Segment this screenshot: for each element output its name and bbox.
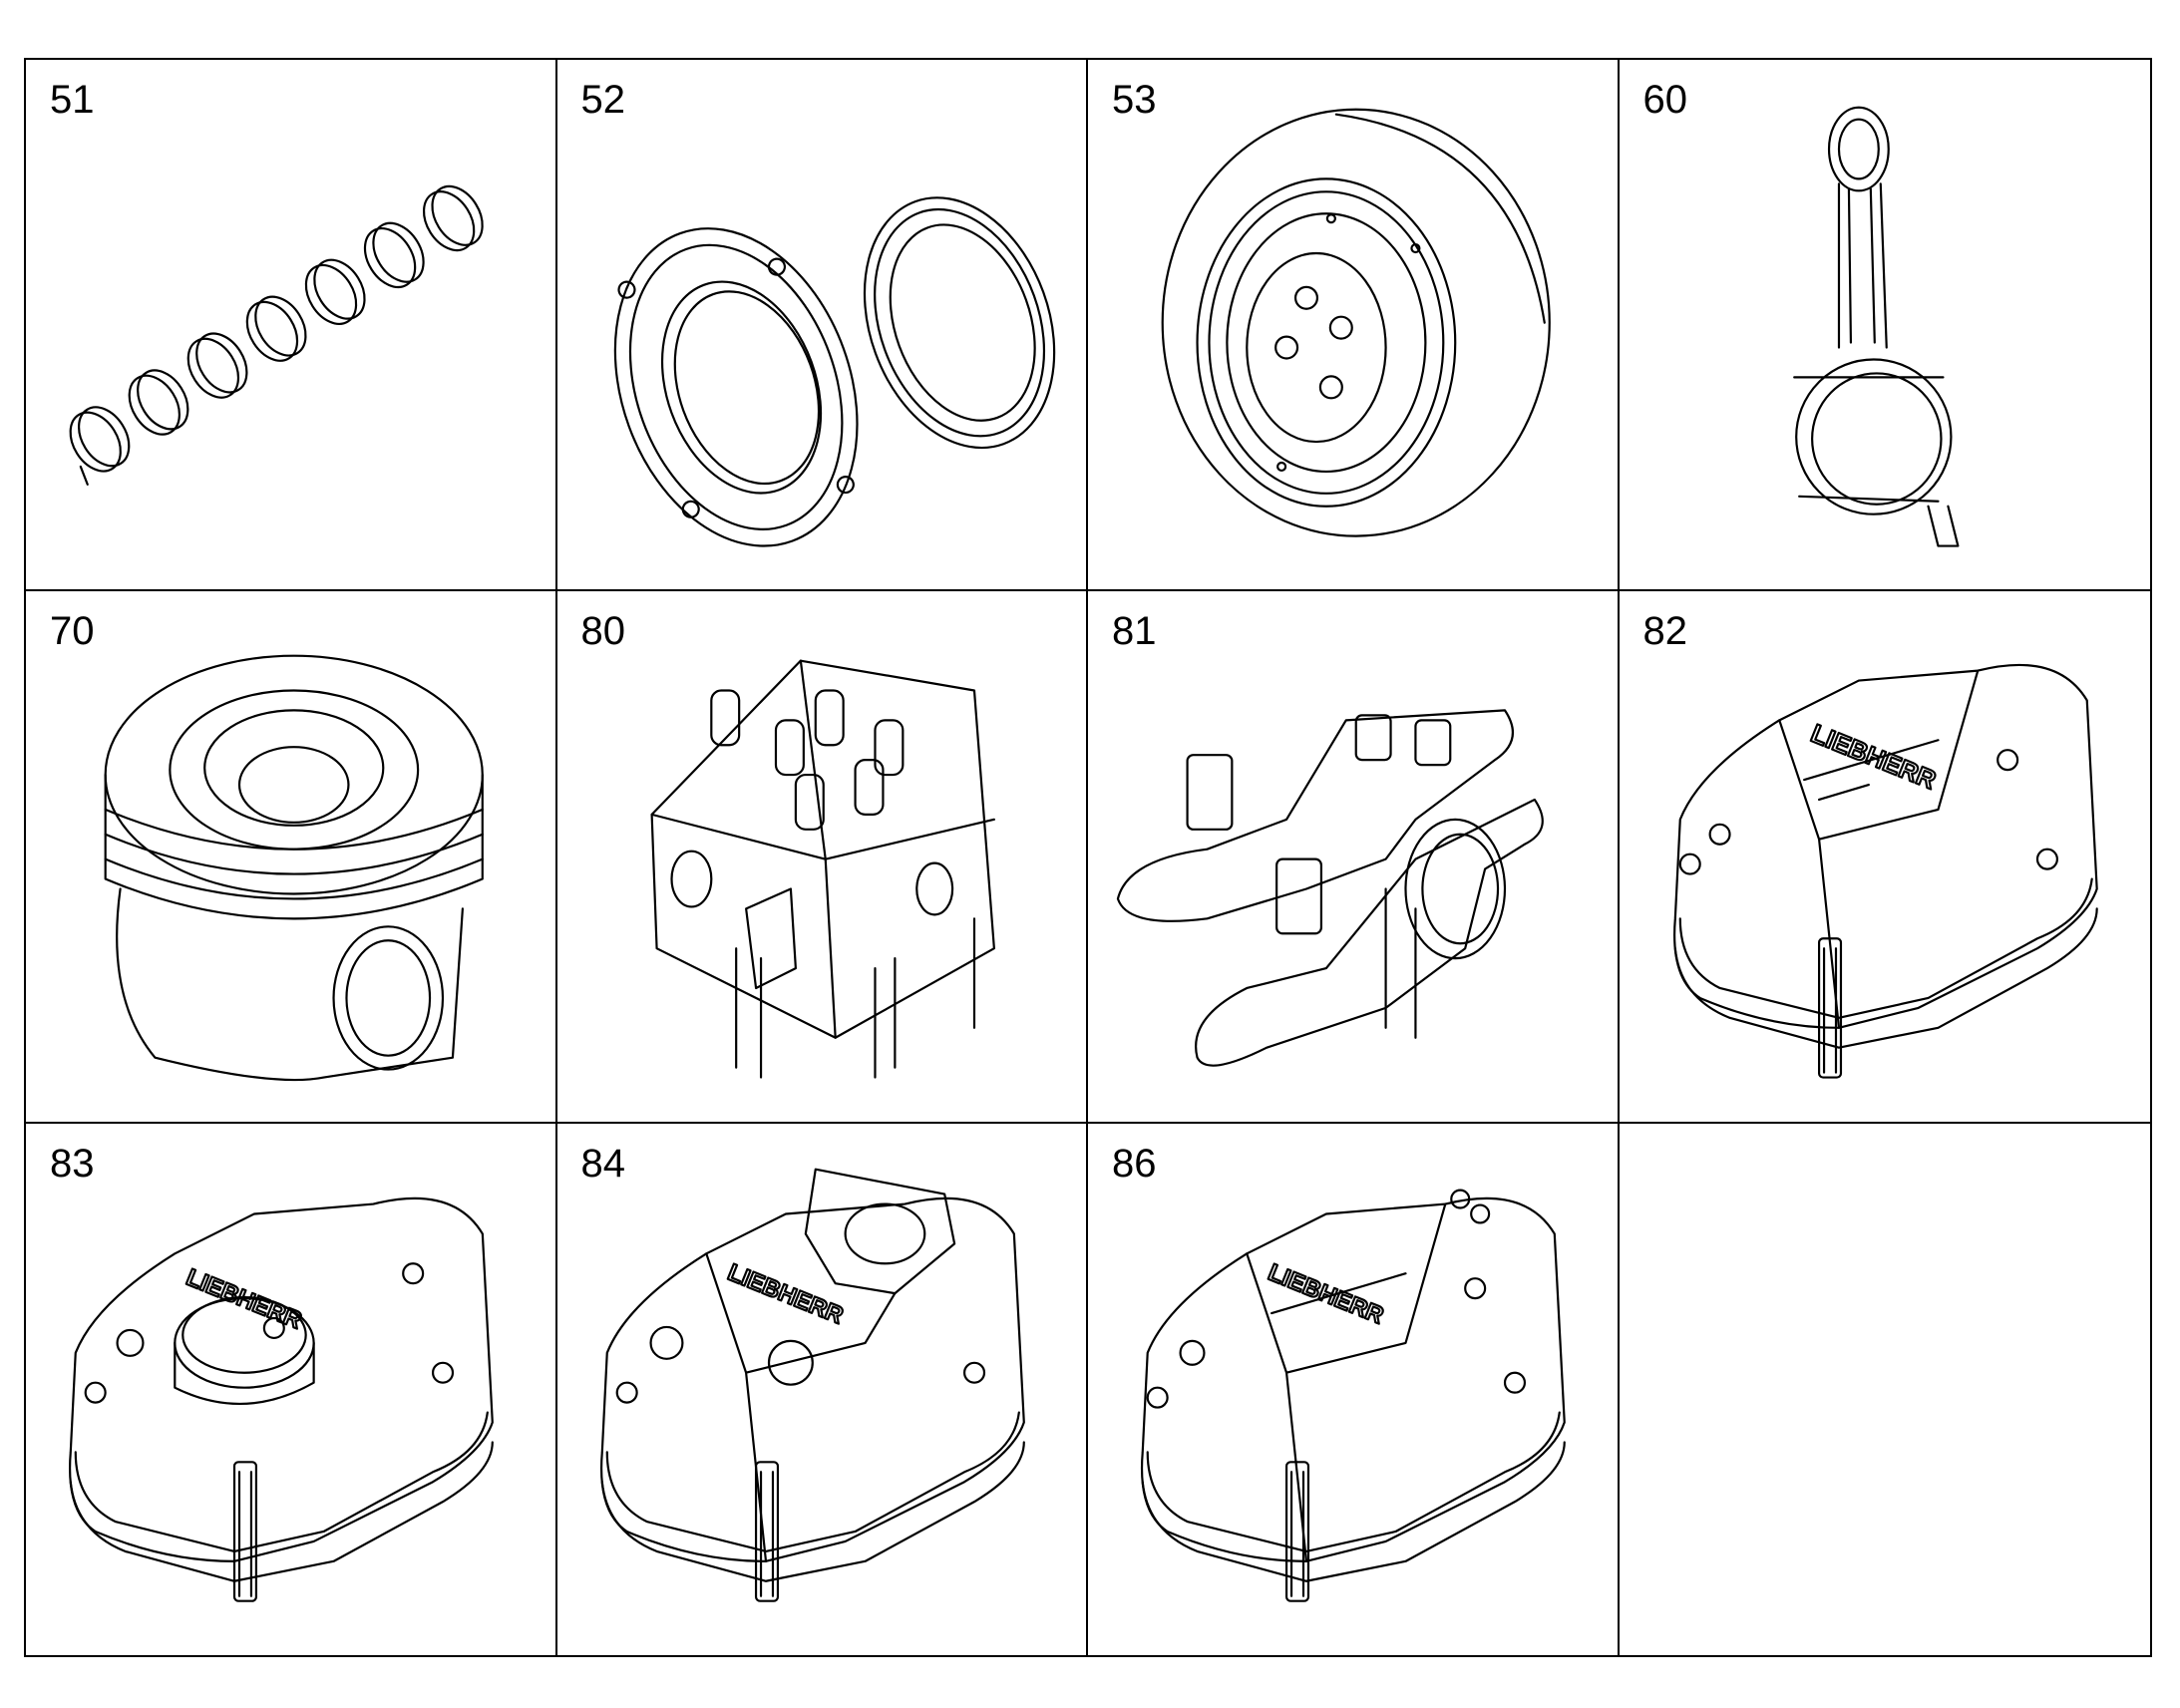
- part-cell-60[interactable]: 60: [1619, 60, 2150, 592]
- valve-cover-icon: LIEBHERR: [1672, 664, 2098, 1079]
- piston-icon: [104, 654, 484, 1082]
- parts-grid: 51 52: [24, 58, 2152, 1657]
- part-cell-80[interactable]: 80: [556, 591, 1088, 1124]
- part-cell-53[interactable]: 53: [1088, 60, 1620, 592]
- valve-cover-icon: LIEBHERR: [1141, 1189, 1566, 1602]
- part-number: 52: [580, 78, 626, 122]
- vibration-damper-icon: [1161, 108, 1551, 537]
- part-number: 81: [1112, 609, 1157, 654]
- valve-cover-filler-cap-icon: LIEBHERR: [69, 1196, 494, 1602]
- cylinder-head-icon: [650, 659, 995, 1079]
- svg-text:LIEBHERR: LIEBHERR: [1806, 720, 1939, 796]
- part-number: 51: [50, 78, 95, 122]
- part-number: 82: [1642, 609, 1688, 654]
- part-number: 86: [1112, 1141, 1157, 1186]
- part-number: 53: [1112, 78, 1157, 122]
- part-number: 84: [580, 1141, 626, 1186]
- part-cell-52[interactable]: 52: [556, 60, 1088, 592]
- bearing-shells-icon: [69, 184, 484, 486]
- part-cell-84[interactable]: 84 LIEBHERR: [557, 1123, 1088, 1655]
- seal-ring-flange-icon: [613, 196, 1055, 547]
- part-cell-81[interactable]: 81: [1088, 591, 1620, 1124]
- part-cell-83[interactable]: 83 LIEBHERR: [26, 1123, 557, 1655]
- valve-cover-port-icon: LIEBHERR: [599, 1168, 1025, 1602]
- connecting-rod-icon: [1792, 106, 1959, 547]
- rocker-arm-icon: [1116, 709, 1544, 1068]
- part-number: 70: [50, 609, 95, 654]
- part-cell-70[interactable]: 70: [26, 591, 557, 1124]
- part-cell-82[interactable]: 82 LIEBHERR: [1619, 591, 2150, 1124]
- svg-text:LIEBHERR: LIEBHERR: [1265, 1258, 1387, 1329]
- svg-text:LIEBHERR: LIEBHERR: [723, 1258, 846, 1329]
- part-cell-86[interactable]: 86 LIEBHERR: [1088, 1123, 1620, 1655]
- part-number: 80: [580, 609, 626, 654]
- svg-text:LIEBHERR: LIEBHERR: [182, 1263, 305, 1334]
- part-number: 83: [50, 1141, 95, 1186]
- part-cell-51[interactable]: 51: [26, 60, 557, 592]
- part-number: 60: [1642, 78, 1688, 122]
- empty-cell: [1620, 1124, 2151, 1655]
